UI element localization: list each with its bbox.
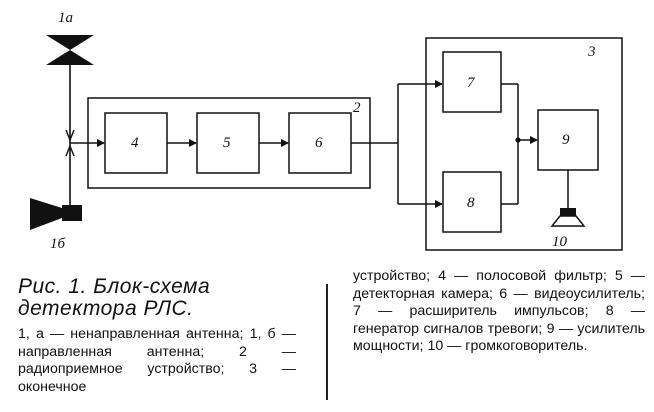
block-8-label: 8	[467, 195, 475, 211]
block-7	[442, 51, 502, 113]
column-divider	[326, 284, 328, 400]
block-7-label: 7	[467, 75, 476, 91]
legend-left-column: 1, а — ненаправленная антенна; 1, б — на…	[18, 326, 296, 396]
block-5-label: 5	[223, 135, 231, 151]
group-2-label: 2	[353, 100, 361, 116]
speaker-icon	[550, 208, 586, 227]
block-8	[442, 171, 502, 233]
omni-antenna-icon	[46, 35, 94, 65]
antenna-b-label: 1б	[50, 236, 66, 252]
block-6-label: 6	[315, 135, 323, 151]
legend-left-text: 1, а — ненаправленная антенна; 1, б — на…	[18, 326, 296, 395]
antenna-a-label: 1а	[58, 10, 73, 26]
block-4-label: 4	[131, 135, 139, 151]
directional-antenna-icon	[30, 198, 82, 230]
terminal-frame	[425, 37, 623, 251]
block-9-label: 9	[562, 132, 570, 148]
block-diagram: 1а 1б 2 4 5 6 3 7 8 9 10	[30, 10, 623, 252]
feed-arrow-down	[65, 129, 75, 142]
feed-arrow-up	[65, 144, 75, 157]
figure-caption-title: Рис. 1. Блок-схема детектора РЛС.	[18, 275, 211, 320]
legend-right-column: устройство; 4 — полосовой фильтр; 5 — де…	[353, 268, 645, 356]
legend-right-text: устройство; 4 — полосовой фильтр; 5 — де…	[353, 268, 645, 355]
speaker-10-label: 10	[552, 234, 568, 250]
group-3-label: 3	[587, 44, 596, 60]
